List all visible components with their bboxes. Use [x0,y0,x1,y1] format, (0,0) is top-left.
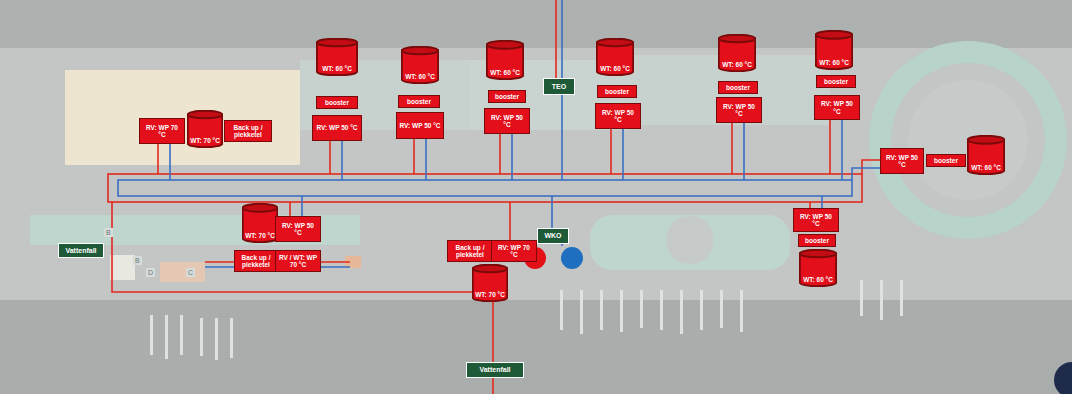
unit-box: booster [816,75,856,88]
node-text: Vattenfall [63,247,98,255]
map-label: C [186,268,195,277]
node-text: RV: WP 50 °C [397,122,442,129]
node-text: WT: 70 °C [473,291,507,298]
node-text: RV: WP 70 °C [140,124,184,138]
node-text: WT: 60 °C [488,69,522,76]
storage-tank: WT: 60 °C [401,46,439,84]
node-text: WT: 60 °C [598,65,632,72]
node-text: WT: 70 °C [188,137,222,144]
node-text: Back up / piekketel [235,254,277,268]
node-text: WT: 60 °C [320,65,354,72]
unit-box: RV / WT: WP 70 °C [275,250,321,272]
node-text: RV / WT: WP 70 °C [276,254,320,268]
node-text: RV: WP 50 °C [596,109,640,123]
unit-box: Back up / piekketel [224,120,272,142]
unit-box: RV: WP 50 °C [396,112,444,139]
unit-box: booster [597,85,637,98]
unit-box: RV: WP 50 °C [275,216,321,242]
storage-tank: WT: 60 °C [799,249,837,287]
storage-tank: WT: 70 °C [187,110,223,148]
node-text: booster [803,237,831,244]
unit-box: booster [718,81,758,94]
storage-tank: WT: 60 °C [815,30,853,70]
node-text: Back up / piekketel [448,244,492,258]
unit-box: booster [926,154,966,167]
unit-box: booster [798,234,836,247]
unit-box: RV: WP 50 °C [814,95,860,120]
map-label: B [104,228,113,237]
map-label: B [133,256,142,265]
source-box: Vattenfall [466,362,524,378]
node-text: Vattenfall [477,366,512,374]
node-text: WT: 60 °C [720,61,754,68]
unit-box: booster [398,95,440,108]
unit-box: RV: WP 70 °C [491,240,537,262]
source-box: WKO [537,228,569,244]
node-text: booster [405,98,433,105]
node-text: RV: WP 50 °C [815,100,859,114]
storage-tank: WT: 60 °C [486,40,524,80]
node-text: RV: WP 50 °C [314,124,359,131]
node-text: booster [932,157,960,164]
unit-box: RV: WP 50 °C [793,208,839,232]
node-text: WT: 60 °C [817,59,851,66]
node-text: WT: 60 °C [969,164,1003,171]
node-text: RV: WP 50 °C [276,222,320,236]
node-text: booster [493,93,521,100]
unit-box: RV: WP 50 °C [484,108,530,134]
source-box: TEO [543,78,575,95]
node-text: WKO [542,232,563,240]
unit-box: RV: WP 50 °C [716,97,762,123]
map-label: D [146,268,155,277]
node-text: RV: WP 50 °C [485,114,529,128]
node-text: booster [323,99,351,106]
node-text: booster [724,84,752,91]
node-text: WT: 60 °C [403,73,437,80]
unit-box: RV: WP 50 °C [595,103,641,129]
node-text: WT: 60 °C [801,276,835,283]
node-text: RV: WP 50 °C [881,154,923,168]
unit-box: RV: WP 50 °C [312,115,362,141]
unit-box: Back up / piekketel [234,250,278,272]
unit-box: booster [488,90,526,103]
unit-box: RV: WP 50 °C [880,148,924,174]
storage-tank: WT: 70 °C [242,203,278,243]
node-text: RV: WP 50 °C [717,103,761,117]
storage-tank: WT: 70 °C [472,264,508,302]
node-text: RV: WP 70 °C [492,244,536,258]
storage-tank: WT: 60 °C [718,34,756,72]
node-text: booster [603,88,631,95]
unit-box: RV: WP 70 °C [139,118,185,144]
node-text: RV: WP 50 °C [794,213,838,227]
storage-tank: WT: 60 °C [596,38,634,76]
storage-tank: WT: 60 °C [316,38,358,76]
node-text: TEO [550,83,568,91]
node-text: WT: 70 °C [243,232,277,239]
storage-tank: WT: 60 °C [967,135,1005,175]
unit-box: Back up / piekketel [447,240,493,262]
node-text: Back up / piekketel [225,124,271,138]
return-dot [561,247,583,269]
unit-box: booster [316,96,358,109]
source-box: Vattenfall [58,243,104,258]
node-text: booster [822,78,850,85]
